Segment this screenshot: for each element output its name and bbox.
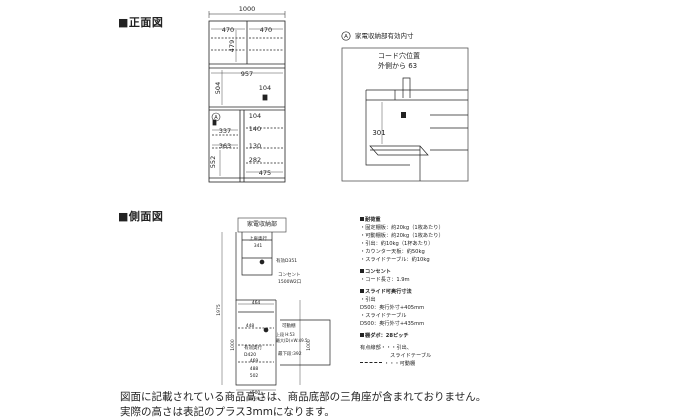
spec-load-title: 耐荷重 [360, 216, 520, 224]
side-depth-d420: D420 [244, 352, 256, 358]
front-lower-right-width: 475 [259, 169, 271, 177]
spec-load-item: ・固定棚板：約20kg（1枚あたり） [360, 225, 444, 231]
spec-legend-line-3: ・・・可動棚 [360, 360, 520, 368]
side-top-depth: 341 [254, 243, 263, 249]
side-depth-502: 502 [250, 373, 259, 379]
detail-title: 家電収納部有効内寸 [355, 31, 414, 40]
side-label: 家電収納部 [247, 220, 277, 228]
front-lower-height: 552 [209, 156, 217, 168]
detail-cord-label-2: 外側から 63 [378, 61, 417, 70]
side-depth-464: 464 [252, 300, 261, 306]
side-total-height: 1975 [216, 304, 222, 316]
spec-load-item: ・カウンター天板：約50kg [360, 249, 425, 255]
front-mid-height: 504 [214, 82, 222, 94]
front-lower-inner-3: 130 [249, 142, 261, 150]
front-upper-left-width: 470 [222, 26, 234, 34]
spec-slide-item: D500：奥行外寸+405mm [360, 305, 425, 311]
front-view-title: ■正面図 [118, 16, 164, 29]
spec-outlet-item: ・コード長さ：1.9m [360, 277, 410, 283]
front-upper-height: 479 [228, 40, 236, 52]
spec-pitch-title: 棚ダボ：28ピッチ [360, 332, 520, 340]
front-width-label: 1000 [239, 5, 256, 13]
side-lower-height: 1000 [230, 339, 236, 351]
side-drawer-vals: 上段 H:53 [276, 331, 295, 337]
spec-panel: 耐荷重 ・固定棚板：約20kg（1枚あたり） ・可動棚板：約20kg（1枚あたり… [360, 212, 520, 368]
spec-load-item: ・可動棚板：約20kg（1枚あたり） [360, 233, 444, 239]
side-bottom-label: 最下段:392 [278, 350, 302, 357]
note-line-1: 図面に記載されている商品高さは、商品底部の三角座が含まれておりません。 [120, 391, 487, 403]
side-outlet-label-1: コンセント [278, 272, 301, 278]
side-depth-488: 488 [250, 366, 259, 372]
spec-slide-item: ・引出 [360, 297, 376, 303]
spec-slide-item: ・スライドテーブル [360, 313, 407, 319]
side-top-depth-label: 上扉奥行 [249, 235, 267, 242]
side-inner-label: 有効D351 [276, 257, 297, 264]
front-lower-inner-2: 140 [249, 125, 261, 133]
detail-cord-label-1: コード穴位置 [378, 51, 420, 60]
side-view-drawing [221, 217, 331, 391]
side-depth-469: 469 [250, 358, 259, 364]
note-line-2: 実際の高さは表記のプラス3mmになります。 [120, 406, 335, 418]
detail-depth: 301 [372, 129, 385, 137]
side-depth-448: 448 [246, 323, 255, 329]
side-inner-depth-label: 有効奥行 [244, 344, 262, 351]
side-base-label: (奥行外寸) [246, 395, 266, 401]
side-drawer-vals-2: 最大(D)×W:49.5 [276, 337, 308, 343]
front-outlet-width: 104 [259, 84, 271, 92]
front-mid-width: 957 [241, 70, 253, 78]
front-lower-left-width: 337 [219, 127, 231, 135]
side-right-height: 1000 [306, 339, 312, 351]
front-lower-inner-4: 282 [249, 156, 261, 164]
spec-load-item: ・引出：約10kg（1杯あたり） [360, 241, 434, 247]
spec-outlet-title: コンセント [360, 268, 520, 276]
detail-marker: A [344, 34, 348, 40]
side-drawer-label: 可動棚 [282, 322, 296, 329]
spec-legend-line-2: スライドテーブル [390, 353, 432, 359]
front-lower-inner-1: 104 [249, 112, 261, 120]
detail-a-box [341, 31, 469, 182]
front-detail-marker: A [214, 115, 218, 121]
front-view-drawing [208, 11, 286, 183]
front-upper-right-width: 470 [260, 26, 272, 34]
spec-slide-title: スライド可奥行寸法 [360, 288, 520, 296]
side-base-depth: 500 [252, 390, 261, 396]
spec-slide-item: D500：奥行外寸+435mm [360, 321, 425, 327]
side-outlet-label-2: 1500W2口 [278, 279, 301, 285]
side-view-title: ■側面図 [118, 210, 164, 223]
spec-legend-line-1: 有点線部・・・引出、 [360, 345, 412, 351]
front-lower-left-width-2: 363 [219, 142, 231, 150]
spec-load-item: ・スライドテーブル：約10kg [360, 257, 430, 263]
